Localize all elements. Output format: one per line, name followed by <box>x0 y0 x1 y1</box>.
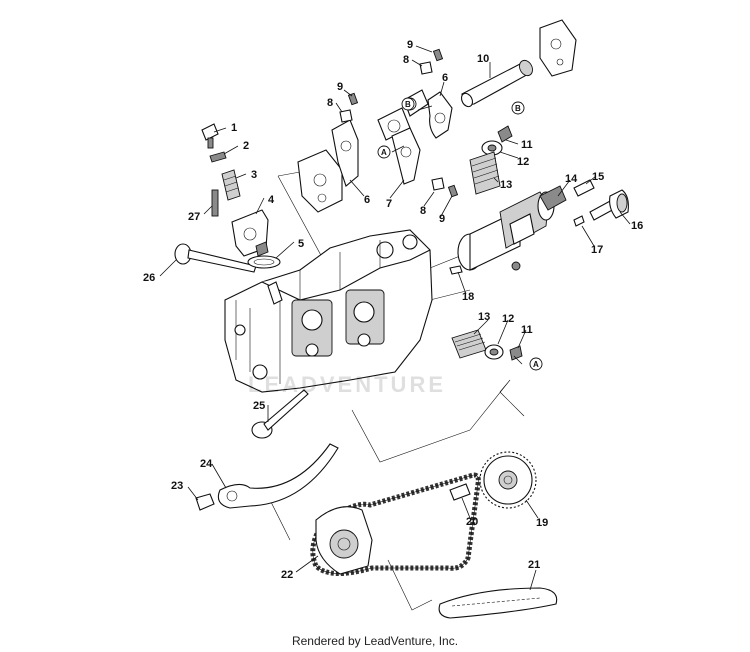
svg-text:B: B <box>405 100 411 109</box>
callout-6-right[interactable]: 6 <box>442 72 448 84</box>
dowel-pin[interactable] <box>573 215 585 227</box>
callout-24[interactable]: 24 <box>200 458 213 470</box>
adjusting-screw-left[interactable] <box>339 92 359 123</box>
callout-22[interactable]: 22 <box>281 569 293 581</box>
ref-marker-b-right[interactable]: B <box>511 101 525 115</box>
rocker-arm-lower-center[interactable] <box>391 127 421 185</box>
ref-marker-a-center[interactable]: A <box>377 145 391 159</box>
cylinder-head[interactable] <box>224 229 433 393</box>
cam-sprocket[interactable] <box>479 451 537 509</box>
svg-text:B: B <box>515 104 521 113</box>
callout-14[interactable]: 14 <box>565 173 578 185</box>
chain-guide-bolt[interactable] <box>195 493 215 511</box>
callout-15[interactable]: 15 <box>592 171 604 183</box>
valve-keeper-lower[interactable] <box>509 345 523 361</box>
ref-marker-a-lower[interactable]: A <box>529 357 543 371</box>
timing-chain[interactable] <box>310 472 481 576</box>
callout-11-lower[interactable]: 11 <box>521 324 533 336</box>
callout-6-left[interactable]: 6 <box>364 194 370 206</box>
callout-8-left[interactable]: 8 <box>327 97 333 109</box>
callout-27[interactable]: 27 <box>188 211 200 223</box>
leader-lines <box>159 45 631 591</box>
callout-26[interactable]: 26 <box>143 272 155 284</box>
valve-keeper-upper[interactable] <box>497 125 513 143</box>
callout-5[interactable]: 5 <box>298 238 304 250</box>
callout-17[interactable]: 17 <box>591 244 603 256</box>
chain-guide[interactable] <box>217 443 339 509</box>
tensioner-bolt[interactable] <box>201 123 219 149</box>
callout-10[interactable]: 10 <box>477 53 489 65</box>
rocker-arm-upper-right[interactable] <box>377 89 453 141</box>
callout-20[interactable]: 20 <box>466 516 478 528</box>
tensioner-body[interactable] <box>231 209 269 257</box>
callout-11-upper[interactable]: 11 <box>521 139 533 151</box>
callout-3[interactable]: 3 <box>251 169 257 181</box>
adjusting-screw-upper[interactable] <box>419 48 444 75</box>
callout-9-upper[interactable]: 9 <box>407 39 413 51</box>
camshaft-pin[interactable] <box>449 265 463 275</box>
tensioner-spring[interactable] <box>221 169 241 201</box>
callout-13-upper[interactable]: 13 <box>500 179 512 191</box>
callout-2[interactable]: 2 <box>243 140 249 152</box>
adjusting-screw-lower[interactable] <box>431 177 459 198</box>
tensioner-washer[interactable] <box>209 151 227 163</box>
footer-credit: Rendered by LeadVenture, Inc. <box>291 634 459 648</box>
decompression-actuator[interactable] <box>589 189 629 221</box>
callout-18[interactable]: 18 <box>462 291 474 303</box>
callout-23[interactable]: 23 <box>171 480 183 492</box>
watermark: LEADVENTURE <box>248 372 447 397</box>
callout-9-left[interactable]: 9 <box>337 81 343 93</box>
callout-9-lower[interactable]: 9 <box>439 213 445 225</box>
callout-7[interactable]: 7 <box>386 198 392 210</box>
valve-seal-gasket[interactable] <box>247 255 281 269</box>
camshaft-plug[interactable] <box>511 261 521 271</box>
intake-valve[interactable] <box>174 243 257 273</box>
camshaft[interactable] <box>457 185 567 271</box>
reference-markers: A A A B B <box>377 97 543 371</box>
callout-1[interactable]: 1 <box>231 122 237 134</box>
rocker-shaft[interactable] <box>459 58 535 108</box>
callout-4[interactable]: 4 <box>268 194 275 206</box>
rocker-support-bracket[interactable] <box>297 149 343 213</box>
svg-text:A: A <box>381 148 387 157</box>
cam-sprocket-bolt[interactable] <box>449 483 471 501</box>
chain-tensioner-guide[interactable] <box>438 587 558 619</box>
ref-marker-b-upper[interactable]: B <box>401 97 415 111</box>
camshaft-bolt[interactable] <box>573 179 595 197</box>
callout-12-upper[interactable]: 12 <box>517 156 529 168</box>
svg-text:A: A <box>533 360 539 369</box>
crank-sprocket-housing[interactable] <box>315 506 373 575</box>
callout-25[interactable]: 25 <box>253 400 265 412</box>
exhaust-valve[interactable] <box>251 389 309 439</box>
valve-retainer-lower[interactable] <box>484 344 504 360</box>
valve-retainer-upper[interactable] <box>481 140 503 156</box>
callout-19[interactable]: 19 <box>536 517 548 529</box>
callout-8-upper[interactable]: 8 <box>403 54 409 66</box>
callout-12-lower[interactable]: 12 <box>502 313 514 325</box>
callout-13-lower[interactable]: 13 <box>478 311 490 323</box>
valve-spring-upper[interactable] <box>469 151 501 195</box>
callout-16[interactable]: 16 <box>631 220 643 232</box>
rocker-support-bracket-upper[interactable] <box>539 19 577 77</box>
callout-21[interactable]: 21 <box>528 559 540 571</box>
valve-spring-lower[interactable] <box>451 329 487 359</box>
tensioner-plunger-bolt[interactable] <box>211 189 219 217</box>
callout-labels: 1 2 3 4 5 6 6 7 8 8 8 9 9 9 10 11 11 12 … <box>143 39 643 581</box>
callout-8-lower[interactable]: 8 <box>420 205 426 217</box>
